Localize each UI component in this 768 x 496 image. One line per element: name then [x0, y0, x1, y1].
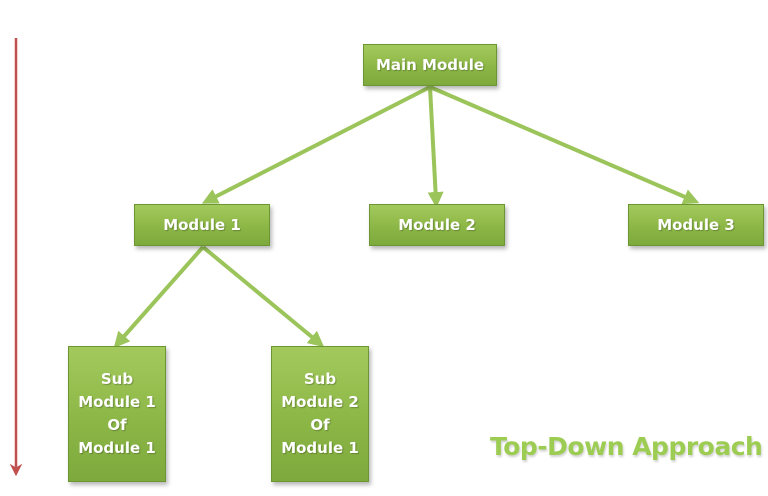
sub-module-1-node: Sub Module 1 Of Module 1 [68, 346, 166, 482]
module-1-label: Module 1 [163, 216, 241, 234]
sub-module-1-line-3: Of [107, 416, 127, 434]
sub-module-2-line-1: Sub [303, 370, 337, 388]
connector-main-to-module-3 [429, 85, 700, 205]
approach-label: Top-Down Approach [490, 432, 763, 461]
module-1-node: Module 1 [134, 204, 270, 246]
sub-module-1-line-1: Sub [100, 370, 134, 388]
sub-module-2-line-3: Of [310, 416, 330, 434]
sub-module-2-node: Sub Module 2 Of Module 1 [271, 346, 369, 482]
connector-main-to-module-1 [201, 85, 431, 204]
sub-module-2-line-4: Module 1 [281, 439, 359, 457]
module-2-label: Module 2 [398, 216, 476, 234]
main-module-node: Main Module [363, 44, 497, 86]
module-3-node: Module 3 [628, 204, 764, 246]
sub-module-1-line-4: Module 1 [78, 439, 156, 457]
module-2-node: Module 2 [369, 204, 505, 246]
connector-module-1-to-sub-2 [201, 245, 325, 348]
connector-module-1-to-sub-1 [113, 245, 205, 348]
sub-module-2-line-2: Module 2 [281, 393, 359, 411]
sub-module-1-line-2: Module 1 [78, 393, 156, 411]
connector-main-to-module-2 [427, 86, 444, 208]
main-module-label: Main Module [375, 56, 485, 74]
module-3-label: Module 3 [657, 216, 735, 234]
